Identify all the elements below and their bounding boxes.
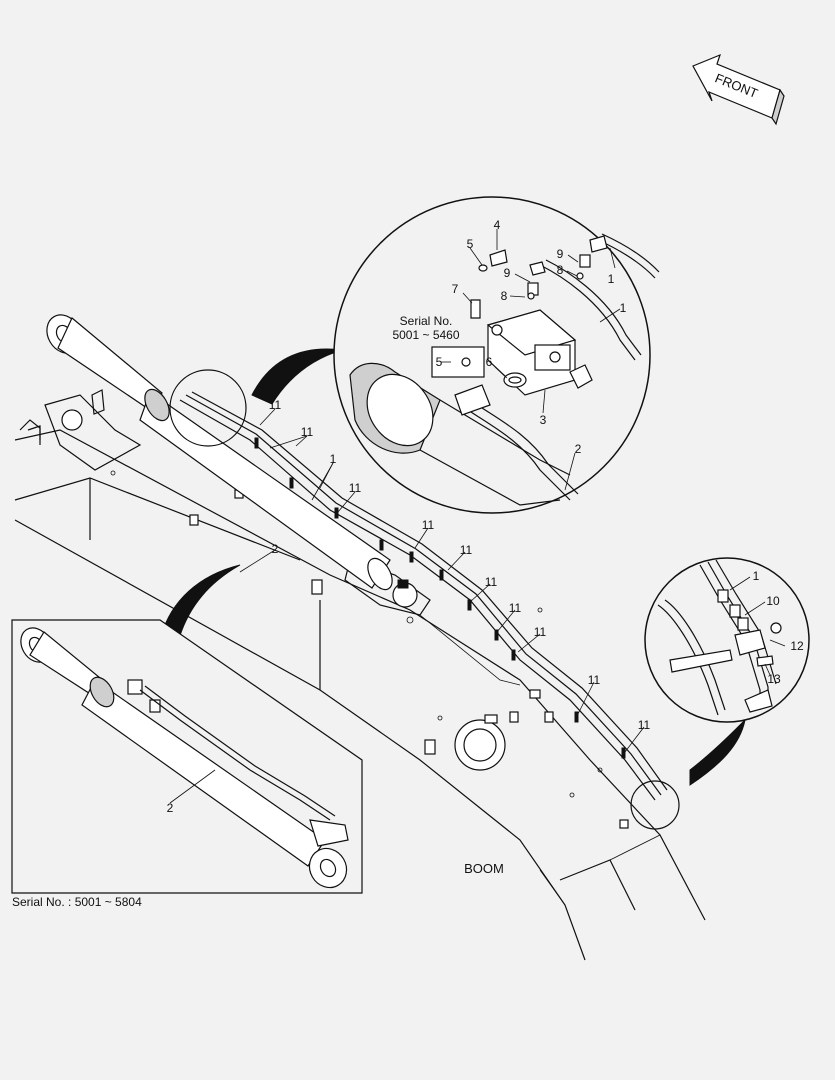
callout-12: 12 [790,639,804,653]
callout-1-right: 1 [753,569,760,583]
callout-1b: 1 [620,301,627,315]
detail-ring-upper [169,369,247,447]
callout-2-main: 2 [272,542,279,556]
callout-2-inset: 2 [167,801,174,815]
boom-cylinder [46,314,393,591]
boom-label: BOOM [464,861,504,876]
detail-serial-line1: Serial No. [400,314,453,328]
detail-circle-top [333,196,660,514]
callout-1a: 1 [608,272,615,286]
callout-1-main: 1 [330,452,337,466]
callout-13: 13 [767,672,781,686]
inset-leader [159,564,241,643]
boom-structure [14,389,706,961]
front-arrow: FRONT [692,53,785,126]
detail-circle-right [644,557,810,723]
callout-7: 7 [452,282,459,296]
callout-9b: 9 [504,266,511,280]
callout-11-f: 11 [485,575,498,589]
callout-8: 8 [557,263,564,277]
detail-serial-line2: 5001 ~ 5460 [392,328,459,342]
callout-10: 10 [766,594,780,608]
callout-11-h: 11 [534,625,547,639]
callout-11-b: 11 [301,425,314,439]
callout-2-detail: 2 [575,442,582,456]
callout-11-d: 11 [422,518,435,532]
callout-11-j: 11 [638,718,651,732]
detail-ring-lower [630,780,680,830]
callout-5: 5 [467,237,474,251]
callout-11-g: 11 [509,601,522,615]
main-callout-leaders [239,408,645,753]
hose-clamps [254,437,626,759]
inset-box [11,619,363,894]
callout-8b: 8 [501,289,508,303]
callout-5b: 5 [436,355,443,369]
callout-3: 3 [540,413,547,427]
serial-box [431,346,485,378]
detail-leader-top [251,348,343,405]
callout-6: 6 [486,355,493,369]
callout-4: 4 [494,218,501,232]
callout-11-e: 11 [460,543,473,557]
inset-serial-label: Serial No. : 5001 ~ 5804 [12,895,142,909]
hose-routing [179,391,668,801]
callout-9: 9 [557,247,564,261]
callout-11-a: 11 [269,398,282,412]
callout-11-i: 11 [588,673,601,687]
callout-11-c: 11 [349,481,362,495]
detail-leader-right [689,718,746,786]
